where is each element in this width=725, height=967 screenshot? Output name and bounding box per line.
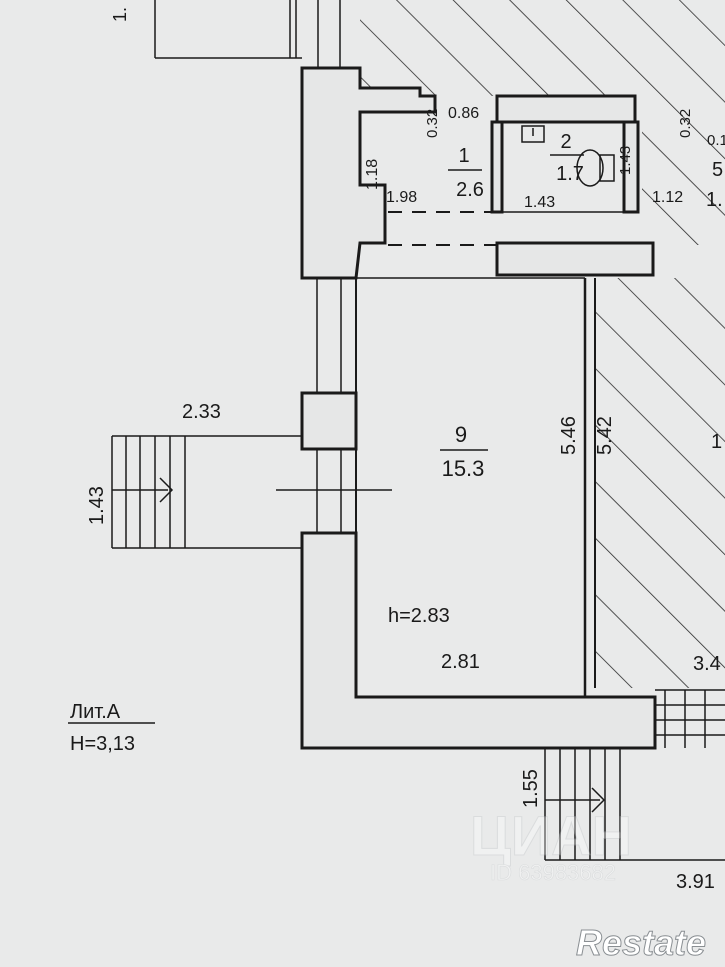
room-1-number: 1 [458, 145, 469, 167]
walls [300, 66, 657, 750]
dim-2-33: 2.33 [182, 401, 221, 423]
dim-0-32-a: 0.32 [424, 109, 441, 138]
dim-2-81: 2.81 [441, 651, 480, 673]
dim-1-43-c: 1.43 [86, 486, 108, 525]
dim-3-4: 3.4 [693, 653, 721, 675]
dim-1-98: 1.98 [386, 189, 417, 206]
dim-1-55: 1.55 [520, 769, 542, 808]
hatch-top-right [642, 100, 725, 245]
room-2-number: 2 [560, 131, 571, 153]
room-lines [154, 0, 624, 698]
dim-0-86: 0.86 [448, 105, 479, 122]
room-1-area: 2.6 [456, 179, 484, 201]
room-5-area: 1. [706, 189, 723, 211]
brand-logo: Restate [576, 922, 706, 963]
dim-5-42: 5.42 [594, 416, 616, 455]
dim-3-91: 3.91 [676, 871, 715, 893]
toilet-icon [576, 149, 604, 187]
dim-0-1: 0.1 [707, 132, 725, 149]
wall-partition [490, 120, 504, 214]
room-9-area: 15.3 [442, 456, 485, 481]
room-5-number: 5 [712, 159, 723, 181]
watermark-id: ID 63983682 [490, 860, 616, 885]
dim-1-43-b: 1.43 [617, 146, 634, 175]
watermark: ЦИАН ID 63983682 [470, 804, 633, 886]
stair-left [111, 435, 302, 549]
stair-bottom [544, 689, 725, 861]
dim-1-43-a: 1.43 [524, 194, 555, 211]
hatch-top [360, 0, 725, 100]
dimension-labels: 0.32 0.86 0.32 0.1 1.18 1.98 1.43 1.43 1… [86, 7, 725, 893]
ceiling-height: h=2.83 [388, 605, 450, 627]
room-labels: 1 2.6 2 1.7 9 15.3 5 1. 1 [440, 131, 723, 481]
wall-pier [300, 391, 358, 451]
dim-0-32-b: 0.32 [677, 109, 694, 138]
room-right-area: 1 [711, 431, 722, 453]
hatched-areas [360, 0, 725, 688]
wc-fixtures [521, 125, 615, 187]
sink-icon [521, 125, 545, 143]
room-2-area: 1.7 [556, 163, 584, 185]
dim-1-12: 1.12 [652, 189, 683, 206]
watermark-text: ЦИАН [470, 804, 632, 867]
room-9-number: 9 [455, 422, 467, 447]
dim-top-1: 1. [110, 7, 130, 22]
building-height: H=3,13 [70, 733, 135, 755]
wall-left-upper [300, 66, 437, 280]
wall-wc-right [622, 120, 640, 214]
dim-1-18: 1.18 [364, 159, 381, 190]
dim-5-46: 5.46 [558, 416, 580, 455]
wall-wc-bottom [495, 241, 655, 277]
hatch-right [595, 278, 725, 688]
lit-label: Лит.А [70, 701, 121, 723]
wall-wc-top [495, 94, 637, 124]
